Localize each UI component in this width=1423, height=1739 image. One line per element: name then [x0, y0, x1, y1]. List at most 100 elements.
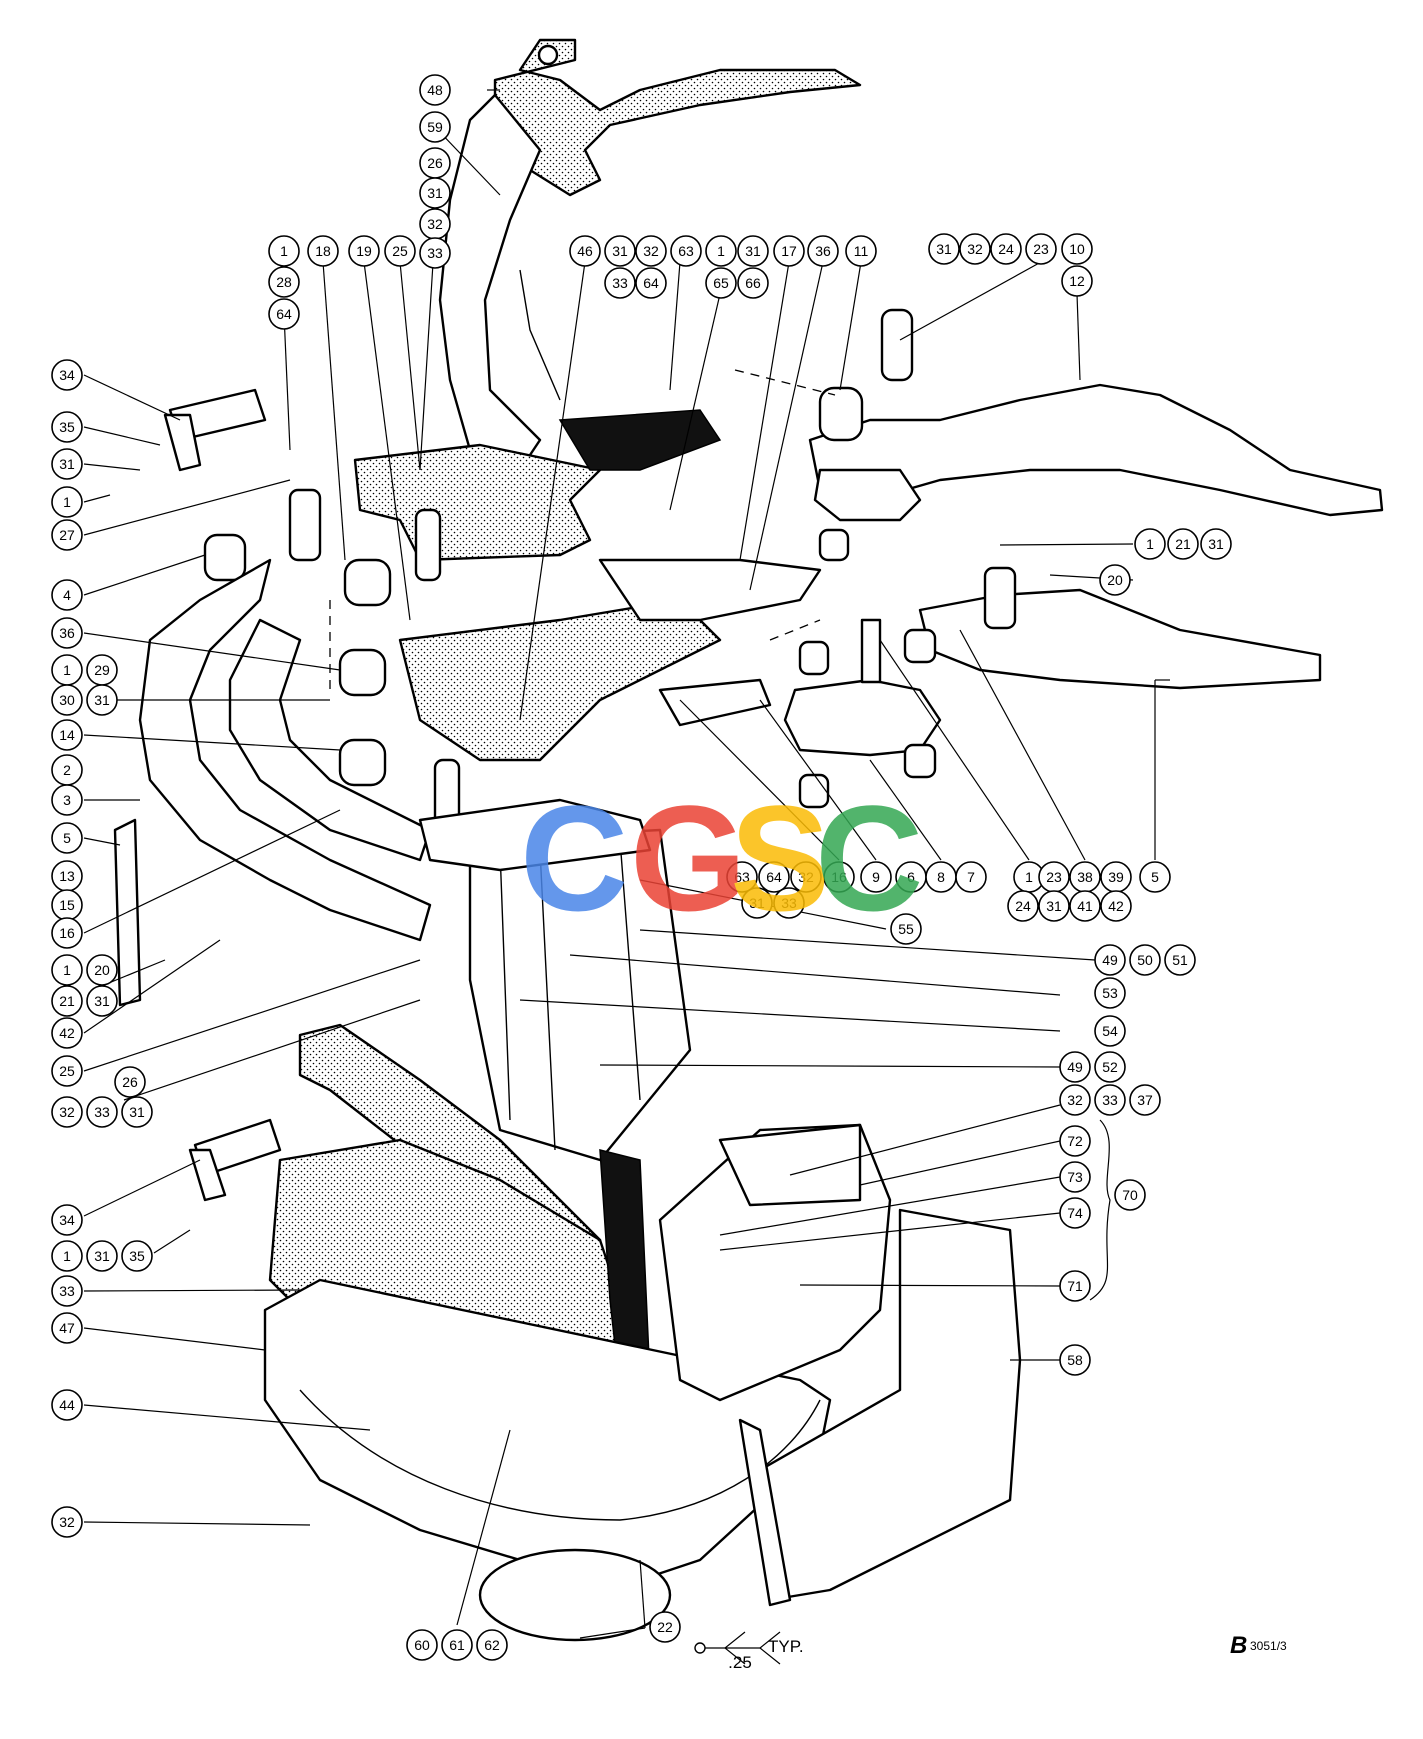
callout-circle [51, 719, 83, 751]
callout-number: 64 [276, 306, 292, 322]
callout-60: 60 [406, 1629, 438, 1661]
callout-number: 33 [781, 895, 797, 911]
callout-number: 25 [392, 243, 408, 259]
callout-18: 18 [307, 235, 339, 267]
callout-64: 64 [635, 267, 667, 299]
callout-circle [773, 235, 805, 267]
callout-65: 65 [705, 267, 737, 299]
callout-circle [51, 579, 83, 611]
callout-number: 31 [612, 243, 628, 259]
callout-circle [726, 861, 758, 893]
callout-number: 34 [59, 1212, 75, 1228]
callout-number: 7 [967, 869, 975, 885]
callout-circle [990, 233, 1022, 265]
callout-circle [1069, 890, 1101, 922]
callout-1: 1 [1134, 528, 1166, 560]
callout-circle [51, 684, 83, 716]
callout-number: 33 [94, 1104, 110, 1120]
callout-circle [419, 177, 451, 209]
dimension-note: TYP. [768, 1637, 804, 1656]
callout-23: 23 [1038, 861, 1070, 893]
callout-number: 32 [427, 216, 443, 232]
callout-6: 6 [895, 861, 927, 893]
callout-33: 33 [86, 1096, 118, 1128]
callout-31: 31 [121, 1096, 153, 1128]
callout-53: 53 [1094, 977, 1126, 1009]
pedal-eye [537, 44, 559, 66]
bushing-lower [818, 528, 850, 562]
callout-24: 24 [1007, 890, 1039, 922]
callout-circle [845, 235, 877, 267]
callout-circle [1038, 890, 1070, 922]
spring-pin [860, 618, 882, 684]
callout-49: 49 [1059, 1051, 1091, 1083]
callout-circle [406, 1629, 438, 1661]
callout-number: 12 [1069, 273, 1085, 289]
callout-27: 27 [51, 519, 83, 551]
callout-number: 31 [427, 185, 443, 201]
callout-number: 64 [643, 275, 659, 291]
callout-33: 33 [773, 887, 805, 919]
callout-circle [705, 267, 737, 299]
callout-number: 13 [59, 868, 75, 884]
callout-number: 1 [280, 243, 288, 259]
callout-circle [1059, 1344, 1091, 1376]
callout-number: 5 [1151, 869, 1159, 885]
callout-number: 14 [59, 727, 75, 743]
callout-42: 42 [1100, 890, 1132, 922]
callout-circle [51, 1055, 83, 1087]
callout-circle [823, 861, 855, 893]
callout-34: 34 [51, 1204, 83, 1236]
callout-41: 41 [1069, 890, 1101, 922]
bushing [818, 386, 864, 442]
callout-31: 31 [86, 1240, 118, 1272]
callout-number: 42 [59, 1025, 75, 1041]
callout-26: 26 [114, 1066, 146, 1098]
callout-circle [86, 684, 118, 716]
callout-number: 50 [1137, 952, 1153, 968]
callout-circle [569, 235, 601, 267]
callout-5: 5 [51, 822, 83, 854]
callout-circle [121, 1096, 153, 1128]
upper-plate [353, 443, 602, 562]
callout-1: 1 [705, 235, 737, 267]
callout-20: 20 [86, 954, 118, 986]
callout-number: 47 [59, 1320, 75, 1336]
callout-59: 59 [419, 111, 451, 143]
callout-52: 52 [1094, 1051, 1126, 1083]
callout-31: 31 [1038, 890, 1070, 922]
callout-circle [51, 519, 83, 551]
callout-63: 63 [670, 235, 702, 267]
callout-number: 15 [59, 897, 75, 913]
callout-number: 73 [1067, 1169, 1083, 1185]
callout-circle [51, 985, 83, 1017]
callout-number: 39 [1108, 869, 1124, 885]
callout-number: 33 [612, 275, 628, 291]
callout-number: 48 [427, 82, 443, 98]
callout-34: 34 [51, 359, 83, 391]
right-upper-lever-pivot [813, 468, 922, 522]
callout-circle [649, 1611, 681, 1643]
callout-circle [86, 985, 118, 1017]
callout-50: 50 [1129, 944, 1161, 976]
callout-circle [705, 235, 737, 267]
callout-55: 55 [890, 913, 922, 945]
right-upper-lever [808, 383, 1384, 517]
link-arm [658, 678, 772, 727]
callout-number: 74 [1067, 1205, 1083, 1221]
callout-circle [268, 266, 300, 298]
callout-31: 31 [741, 887, 773, 919]
callout-32: 32 [51, 1096, 83, 1128]
callout-1: 1 [268, 235, 300, 267]
callout-circle [1059, 1161, 1091, 1193]
callout-number: 32 [643, 243, 659, 259]
callout-circle [419, 111, 451, 143]
callout-circle [955, 861, 987, 893]
callout-number: 3 [63, 792, 71, 808]
roller-2 [903, 628, 937, 664]
callout-1: 1 [51, 654, 83, 686]
callout-circle [1094, 1015, 1126, 1047]
callout-circle [51, 1389, 83, 1421]
callout-number: 1 [1146, 536, 1154, 552]
